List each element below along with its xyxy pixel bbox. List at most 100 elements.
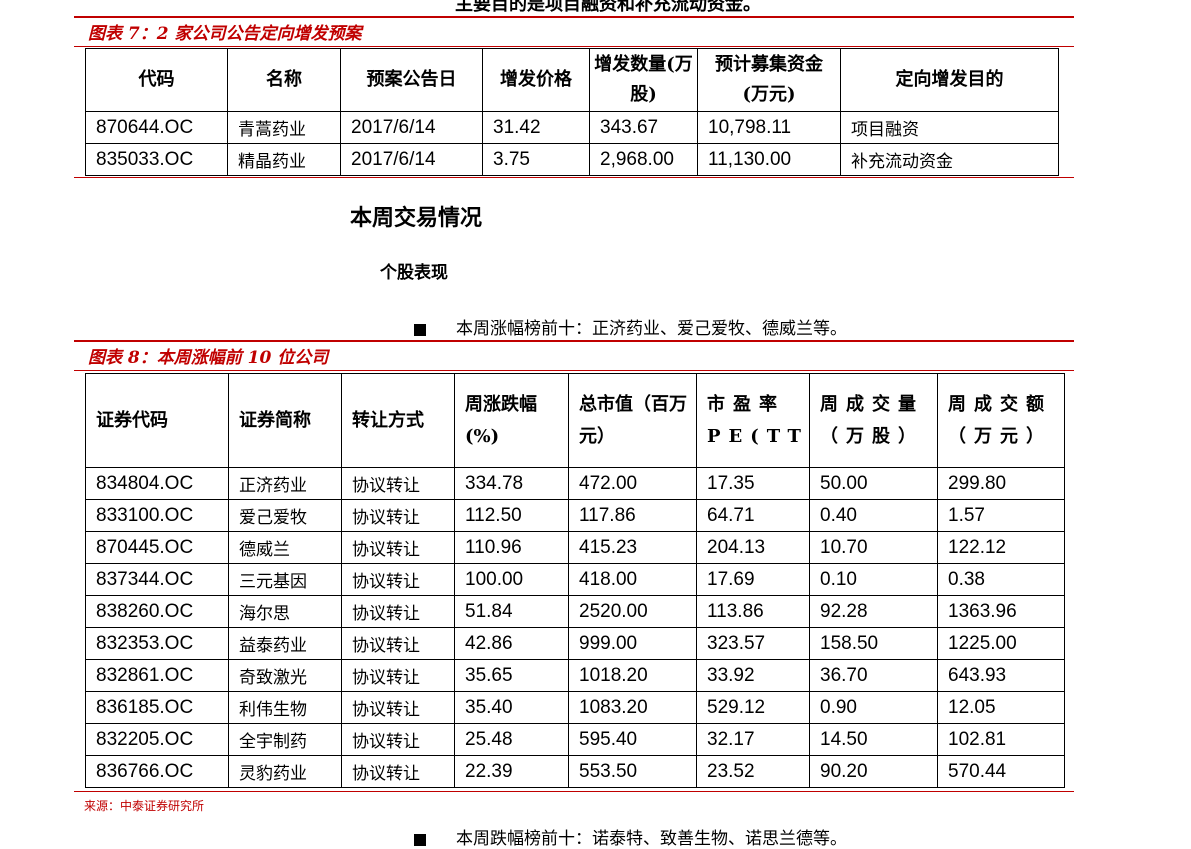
cell-security-name: 利伟生物 xyxy=(228,691,342,724)
cell-security-name: 爱己爱牧 xyxy=(228,499,342,532)
figure8-title: 图表 8：本周涨幅前 10 位公司 xyxy=(88,348,329,368)
cell-transfer-method: 协议转让 xyxy=(341,499,455,532)
cell-market-cap: 472.00 xyxy=(568,467,697,500)
header-transfer-method: 转让方式 xyxy=(341,373,455,468)
cell-security-name: 全宇制药 xyxy=(228,723,342,756)
header-issue-price: 增发价格 xyxy=(482,48,590,112)
cell-code: 870644.OC xyxy=(85,111,228,144)
cell-raise: 11,130.00 xyxy=(697,143,841,176)
cell-market-cap: 418.00 xyxy=(568,563,697,596)
cell-transfer-method: 协议转让 xyxy=(341,531,455,564)
cell-market-cap: 1018.20 xyxy=(568,659,697,692)
header-weekly-change: 周涨跌幅(%) xyxy=(454,373,569,468)
cell-weekly-volume: 14.50 xyxy=(809,723,938,756)
figure8-bottom-rule xyxy=(74,791,1074,792)
cell-market-cap: 553.50 xyxy=(568,755,697,788)
cell-pe-ttm: 529.12 xyxy=(696,691,810,724)
cell-weekly-turnover: 1.57 xyxy=(937,499,1065,532)
cell-market-cap: 999.00 xyxy=(568,627,697,660)
cell-weekly-change: 51.84 xyxy=(454,595,569,628)
cell-pe-ttm: 64.71 xyxy=(696,499,810,532)
cell-security-name: 益泰药业 xyxy=(228,627,342,660)
header-code: 代码 xyxy=(85,48,228,112)
cell-transfer-method: 协议转让 xyxy=(341,467,455,500)
cell-pe-ttm: 17.69 xyxy=(696,563,810,596)
cell-weekly-turnover: 643.93 xyxy=(937,659,1065,692)
header-security-name: 证券简称 xyxy=(228,373,342,468)
cell-pe-ttm: 17.35 xyxy=(696,467,810,500)
cell-market-cap: 2520.00 xyxy=(568,595,697,628)
figure8-table: 证券代码 证券简称 转让方式 周涨跌幅(%) 总市值（百万元） 市盈率PE(TT… xyxy=(85,373,1065,788)
cell-purpose: 补充流动资金 xyxy=(840,143,1059,176)
cell-security-code: 836185.OC xyxy=(85,691,229,724)
bullet-losers-text: 本周跌幅榜前十：诺泰特、致善生物、诺思兰德等。 xyxy=(456,829,847,849)
cell-market-cap: 595.40 xyxy=(568,723,697,756)
cell-security-code: 833100.OC xyxy=(85,499,229,532)
cell-security-code: 870445.OC xyxy=(85,531,229,564)
cell-weekly-volume: 92.28 xyxy=(809,595,938,628)
cell-transfer-method: 协议转让 xyxy=(341,595,455,628)
cell-weekly-change: 110.96 xyxy=(454,531,569,564)
header-expected-raise: 预计募集资金(万元) xyxy=(697,48,841,112)
cell-weekly-turnover: 102.81 xyxy=(937,723,1065,756)
cell-pe-ttm: 33.92 xyxy=(696,659,810,692)
cell-security-name: 奇致激光 xyxy=(228,659,342,692)
table-row: 835033.OC 精晶药业 2017/6/14 3.75 2,968.00 1… xyxy=(85,143,1059,176)
cell-date: 2017/6/14 xyxy=(340,143,483,176)
cell-security-code: 834804.OC xyxy=(85,467,229,500)
cell-weekly-change: 112.50 xyxy=(454,499,569,532)
cell-transfer-method: 协议转让 xyxy=(341,691,455,724)
cell-security-code: 837344.OC xyxy=(85,563,229,596)
table-row: 870644.OC 青蒿药业 2017/6/14 31.42 343.67 10… xyxy=(85,111,1059,144)
header-purpose: 定向增发目的 xyxy=(840,48,1059,112)
cell-security-name: 正济药业 xyxy=(228,467,342,500)
cell-market-cap: 415.23 xyxy=(568,531,697,564)
cell-price: 3.75 xyxy=(482,143,590,176)
cell-security-code: 832205.OC xyxy=(85,723,229,756)
cell-weekly-change: 334.78 xyxy=(454,467,569,500)
cell-weekly-volume: 158.50 xyxy=(809,627,938,660)
section-heading: 本周交易情况 xyxy=(350,205,483,231)
cell-weekly-volume: 10.70 xyxy=(809,531,938,564)
cell-security-code: 832861.OC xyxy=(85,659,229,692)
cell-name: 精晶药业 xyxy=(227,143,341,176)
cell-weekly-turnover: 570.44 xyxy=(937,755,1065,788)
cell-weekly-change: 100.00 xyxy=(454,563,569,596)
header-market-cap: 总市值（百万元） xyxy=(568,373,697,468)
cell-transfer-method: 协议转让 xyxy=(341,755,455,788)
clipped-paragraph-top: 主要目的是项目融资和补充流动资金。 xyxy=(455,0,761,15)
cell-price: 31.42 xyxy=(482,111,590,144)
figure7-top-rule xyxy=(74,16,1074,18)
figure7-bottom-rule xyxy=(74,177,1074,178)
cell-transfer-method: 协议转让 xyxy=(341,723,455,756)
cell-code: 835033.OC xyxy=(85,143,228,176)
cell-pe-ttm: 204.13 xyxy=(696,531,810,564)
cell-security-code: 836766.OC xyxy=(85,755,229,788)
cell-weekly-volume: 0.40 xyxy=(809,499,938,532)
cell-weekly-turnover: 0.38 xyxy=(937,563,1065,596)
header-security-code: 证券代码 xyxy=(85,373,229,468)
cell-weekly-volume: 90.20 xyxy=(809,755,938,788)
cell-quantity: 2,968.00 xyxy=(589,143,698,176)
bullet-gainers: 本周涨幅榜前十：正济药业、爱己爱牧、德威兰等。 xyxy=(414,314,847,339)
cell-pe-ttm: 23.52 xyxy=(696,755,810,788)
cell-security-name: 灵豹药业 xyxy=(228,755,342,788)
cell-security-code: 838260.OC xyxy=(85,595,229,628)
bullet-square-icon xyxy=(414,323,426,336)
cell-weekly-turnover: 299.80 xyxy=(937,467,1065,500)
cell-security-code: 832353.OC xyxy=(85,627,229,660)
cell-weekly-change: 25.48 xyxy=(454,723,569,756)
header-weekly-volume: 周成交量（万股） xyxy=(809,373,938,468)
figure8-header-row: 证券代码 证券简称 转让方式 周涨跌幅(%) 总市值（百万元） 市盈率PE(TT… xyxy=(85,373,1065,468)
